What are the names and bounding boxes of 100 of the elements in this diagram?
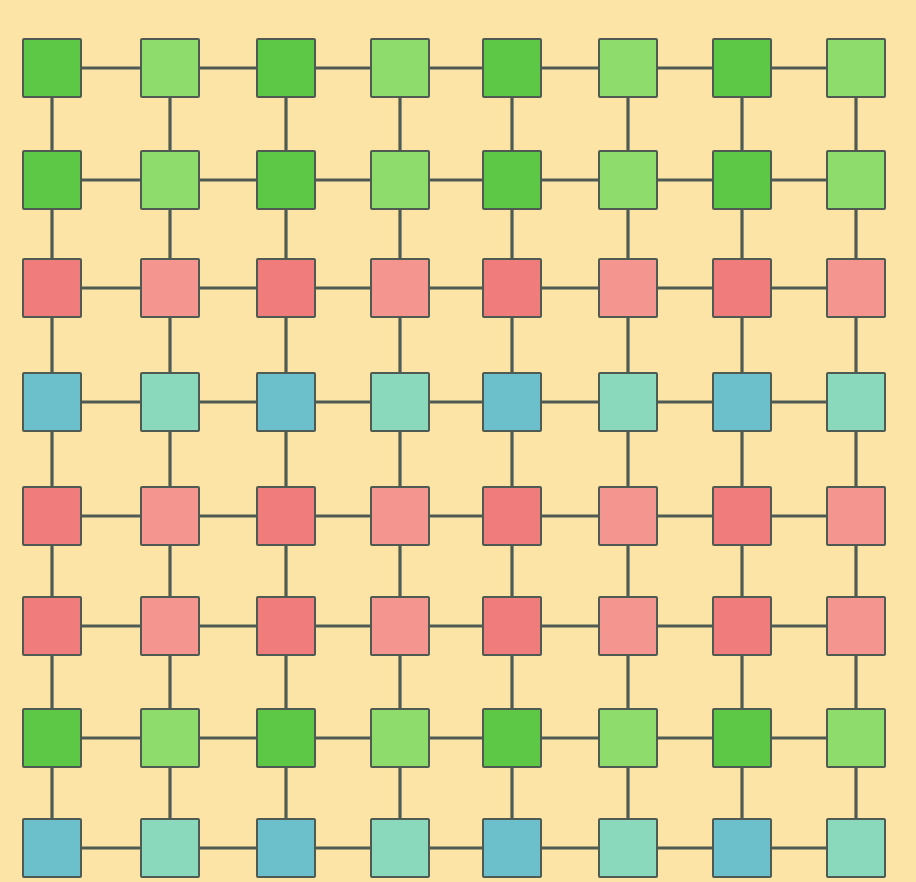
square-node [140, 486, 200, 546]
square-node [370, 818, 430, 878]
square-node [482, 38, 542, 98]
connector-line [542, 178, 598, 182]
connector-line [82, 736, 140, 740]
connector-line [626, 210, 630, 258]
connector-line [740, 210, 744, 258]
square-node [598, 708, 658, 768]
connector-line [398, 546, 402, 596]
connector-line [510, 98, 514, 150]
square-node [826, 38, 886, 98]
square-node [22, 150, 82, 210]
square-node [482, 258, 542, 318]
connector-line [740, 98, 744, 150]
connector-line [284, 210, 288, 258]
square-node [712, 372, 772, 432]
square-node [598, 258, 658, 318]
connector-line [430, 178, 482, 182]
square-node [140, 818, 200, 878]
square-node [712, 596, 772, 656]
connector-line [316, 624, 370, 628]
square-node [826, 258, 886, 318]
connector-line [200, 514, 256, 518]
square-node [598, 818, 658, 878]
square-node [22, 372, 82, 432]
connector-line [626, 546, 630, 596]
square-node [712, 38, 772, 98]
connector-line [316, 66, 370, 70]
connector-line [316, 736, 370, 740]
connector-line [658, 66, 712, 70]
connector-line [316, 846, 370, 850]
connector-line [284, 656, 288, 708]
square-node [140, 258, 200, 318]
connector-line [772, 178, 826, 182]
connector-line [82, 514, 140, 518]
connector-line [510, 210, 514, 258]
connector-line [854, 210, 858, 258]
square-node [370, 150, 430, 210]
square-node [256, 486, 316, 546]
connector-line [740, 546, 744, 596]
connector-line [398, 768, 402, 818]
connector-line [854, 98, 858, 150]
connector-line [854, 768, 858, 818]
connector-line [542, 624, 598, 628]
connector-line [542, 514, 598, 518]
connector-line [772, 514, 826, 518]
connector-line [200, 178, 256, 182]
square-node [370, 596, 430, 656]
square-node [598, 486, 658, 546]
square-node [140, 150, 200, 210]
square-node [22, 596, 82, 656]
connector-line [772, 286, 826, 290]
connector-line [430, 66, 482, 70]
connector-line [510, 432, 514, 486]
square-node [712, 258, 772, 318]
connector-line [316, 178, 370, 182]
connector-line [316, 286, 370, 290]
connector-line [658, 846, 712, 850]
square-node [22, 258, 82, 318]
square-node [712, 486, 772, 546]
connector-line [168, 768, 172, 818]
connector-line [50, 210, 54, 258]
square-node [370, 38, 430, 98]
connector-line [316, 514, 370, 518]
connector-line [284, 318, 288, 372]
square-node [256, 258, 316, 318]
connector-line [284, 98, 288, 150]
connector-line [626, 432, 630, 486]
connector-line [200, 736, 256, 740]
connector-line [542, 400, 598, 404]
connector-line [854, 656, 858, 708]
connector-line [430, 624, 482, 628]
square-node [140, 596, 200, 656]
connector-line [542, 736, 598, 740]
square-node [482, 372, 542, 432]
connector-line [430, 514, 482, 518]
connector-line [50, 656, 54, 708]
square-node [370, 708, 430, 768]
connector-line [200, 400, 256, 404]
square-node [482, 708, 542, 768]
square-node [826, 372, 886, 432]
connector-line [658, 178, 712, 182]
connector-line [510, 318, 514, 372]
square-node [370, 258, 430, 318]
connector-line [626, 98, 630, 150]
connector-line [82, 400, 140, 404]
connector-line [82, 624, 140, 628]
connector-line [772, 624, 826, 628]
connector-line [510, 768, 514, 818]
connector-line [50, 432, 54, 486]
square-node [482, 150, 542, 210]
connector-line [168, 98, 172, 150]
connector-line [316, 400, 370, 404]
connector-line [284, 768, 288, 818]
square-node [598, 38, 658, 98]
square-node [826, 596, 886, 656]
connector-line [82, 846, 140, 850]
connector-line [168, 432, 172, 486]
square-node [826, 486, 886, 546]
connector-line [772, 66, 826, 70]
